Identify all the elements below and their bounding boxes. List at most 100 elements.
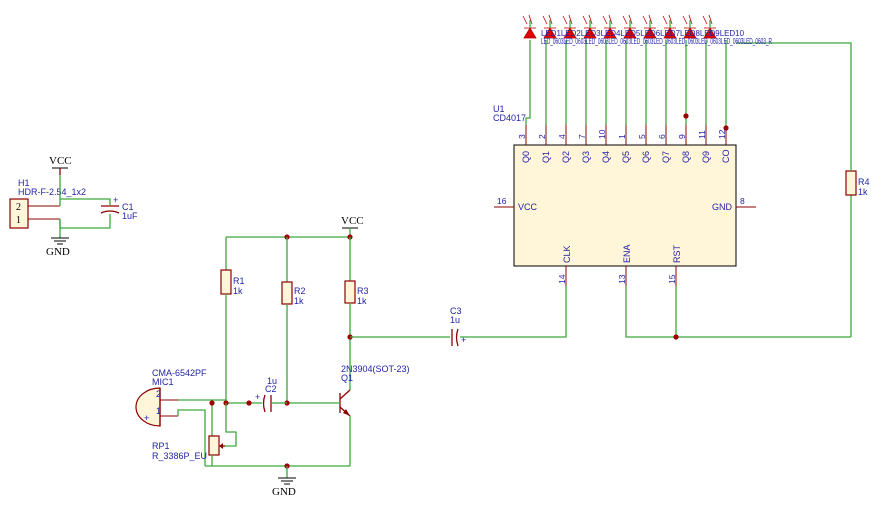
u1-pin13-num: 13 [617, 274, 627, 284]
c3-capacitor: + [451, 328, 466, 347]
mic-ref: MIC1 [152, 377, 174, 387]
r1-value: 1k [233, 286, 243, 296]
u1-pin-12-num: 12 [717, 129, 727, 139]
u1-pin16-name: VCC [518, 202, 538, 212]
u1-pin-11-num: 11 [697, 130, 707, 139]
u1-pin15-name: RST [672, 244, 682, 263]
u1-pin-q8-name: Q8 [681, 151, 691, 163]
vcc-label-amp: VCC [341, 215, 364, 227]
led-overlap-values: LED_0603LED_0603LED_0603LED_0603LED_0603… [541, 36, 772, 46]
led-5 [602, 14, 617, 39]
h1-value: HDR-F-2.54_1x2 [18, 187, 86, 197]
power-header-block: VCC H1 HDR-F-2.54_1x2 2 1 + C1 1uF GND [9, 155, 138, 258]
mic-pin1-label: 1 [156, 406, 161, 416]
c2-capacitor: + [255, 392, 272, 413]
u1-pin14-num: 14 [557, 274, 567, 284]
led-1 [522, 14, 537, 39]
c1-plus-icon: + [113, 195, 118, 205]
u1-pin-q3-name: Q3 [581, 151, 591, 163]
mic-value: CMA-6542PF [152, 368, 207, 378]
c1-capacitor: + [100, 195, 120, 214]
u1-pin16-num: 16 [497, 196, 507, 206]
mic-pin2-label: 2 [156, 389, 161, 399]
r2-resistor [281, 281, 293, 305]
rp1-ref: RP1 [152, 441, 170, 451]
u1-pin-5-num: 5 [637, 134, 647, 139]
amplifier-block: VCC R1 1k R2 1k R3 1k + C3 1u [135, 215, 567, 498]
led-3 [562, 14, 577, 39]
r1-ref: R1 [233, 276, 245, 286]
u1-pin-3-num: 3 [517, 134, 527, 139]
c1-value: 1uF [122, 211, 138, 221]
u1-pin-2-num: 2 [537, 134, 547, 139]
u1-ref: U1 [493, 104, 505, 114]
u1-pin-1-num: 1 [617, 134, 627, 139]
gnd-label-header: GND [46, 246, 70, 258]
r3-resistor [344, 280, 356, 304]
led-overlap-refs: LED1LED2LED3LED4LED5LED6LED7LED8LED9LED1… [541, 28, 744, 38]
r3-value: 1k [357, 296, 367, 306]
h1-pin2-label: 2 [16, 202, 21, 213]
led-2 [542, 14, 557, 39]
gnd-label-amp: GND [272, 486, 296, 498]
c3-ref: C3 [450, 306, 462, 316]
c2-plus-icon: + [255, 392, 260, 402]
led-7 [642, 14, 657, 39]
h1-pin1-label: 1 [16, 215, 21, 226]
led-8 [662, 14, 677, 39]
r2-ref: R2 [294, 286, 306, 296]
c3-value: 1u [450, 315, 460, 325]
vcc-label-header: VCC [49, 155, 72, 167]
u1-ic-body [513, 144, 737, 267]
led-6 [622, 14, 637, 39]
gnd-symbol-header [51, 237, 69, 245]
u1-pin8-name: GND [712, 202, 733, 212]
h1-connector [9, 198, 29, 229]
led-4 [582, 14, 597, 39]
u1-pin-4-num: 4 [557, 134, 567, 139]
u1-pin-q5-name: Q5 [621, 151, 631, 163]
u1-pin-6-num: 6 [657, 134, 667, 139]
u1-pin-q9-name: Q9 [701, 151, 711, 163]
c2-value: 1u [267, 376, 277, 386]
led-array [522, 14, 717, 39]
q1-transistor [339, 389, 351, 417]
u1-pin-q6-name: Q6 [641, 151, 651, 163]
r1-resistor [220, 269, 232, 295]
u1-pin-9-num: 9 [677, 134, 687, 139]
r3-ref: R3 [357, 286, 369, 296]
u1-pin-7-num: 7 [577, 134, 587, 139]
c1-ref: C1 [122, 202, 134, 212]
u1-pin8-num: 8 [740, 196, 745, 206]
mic1-microphone: + [135, 387, 161, 427]
q1-ref: Q1 [341, 373, 353, 383]
u1-pin13-name: ENA [622, 244, 632, 263]
u1-pin15-num: 15 [667, 274, 677, 284]
gnd-symbol-amp [278, 477, 296, 485]
rp1-potentiometer [208, 435, 220, 456]
led-10 [702, 14, 717, 39]
u1-pin14-name: CLK [562, 245, 572, 263]
u1-pin-q1-name: Q1 [541, 151, 551, 163]
rp1-value: R_3386P_EU [152, 451, 207, 461]
u1-pin-q7-name: Q7 [661, 151, 671, 163]
c3-plus-icon: + [461, 335, 466, 345]
mic-plus-icon: + [144, 413, 149, 423]
c2-ref: C2 [265, 384, 277, 394]
r4-resistor [845, 170, 857, 196]
u1-pin-10-num: 10 [597, 129, 607, 139]
u1-pin-co-name: CO [721, 150, 731, 164]
led-9 [682, 14, 697, 39]
u1-pin-q2-name: Q2 [561, 151, 571, 163]
h1-ref: H1 [18, 178, 30, 188]
r4-value: 1k [858, 187, 868, 197]
u1-value: CD4017 [493, 113, 526, 123]
r2-value: 1k [294, 296, 304, 306]
u1-pin-q0-name: Q0 [521, 151, 531, 163]
u1-pin-q4-name: Q4 [601, 151, 611, 163]
r4-ref: R4 [858, 177, 870, 187]
q1-value: 2N3904(SOT-23) [341, 364, 410, 374]
